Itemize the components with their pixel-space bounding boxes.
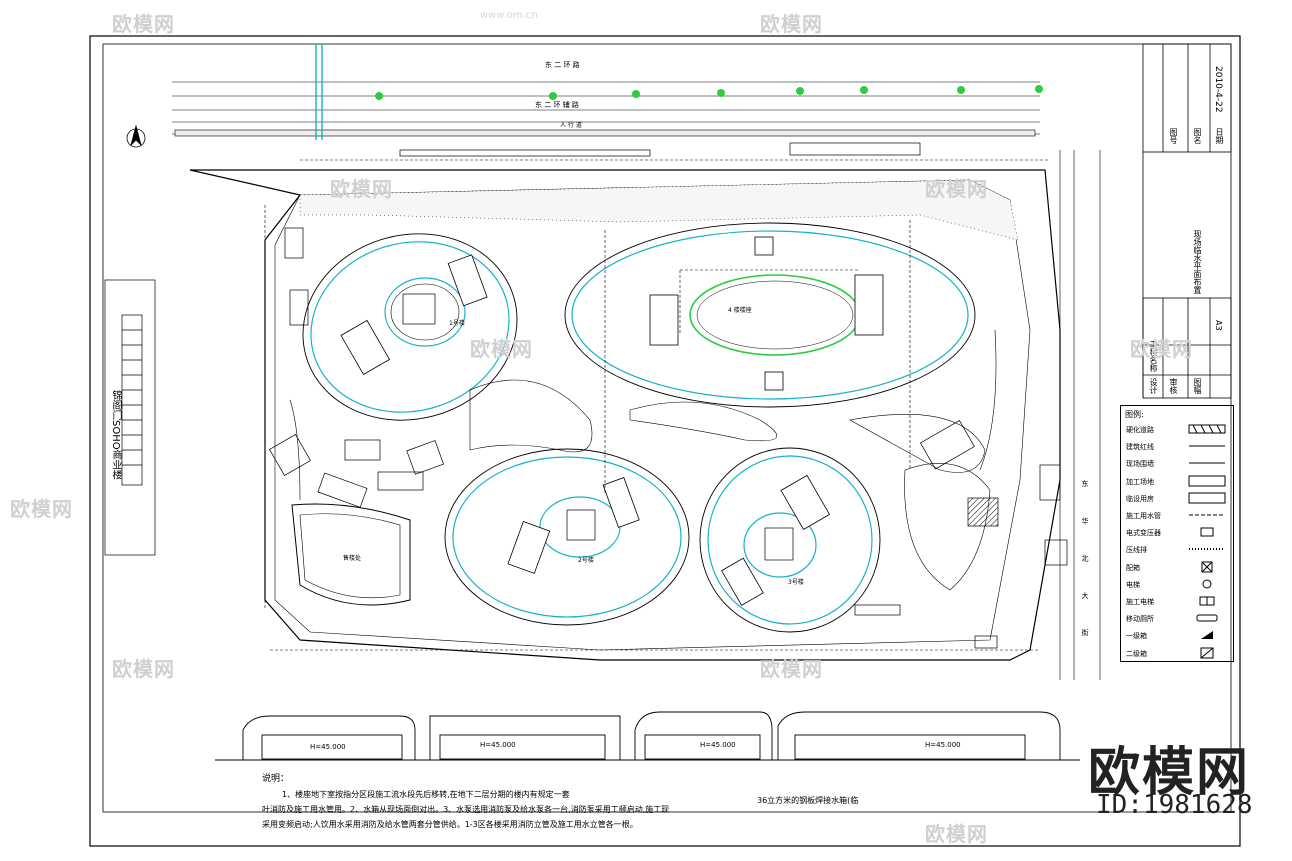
legend-item-label: 压线排 [1126, 546, 1147, 555]
legend-item-label: 硬化道路 [1126, 426, 1154, 434]
legend-item: 一级箱 [1121, 626, 1233, 650]
sidewalk-label: 人 行 道 [560, 122, 582, 129]
site-inner-boundary [274, 179, 1031, 651]
water-main [315, 44, 323, 140]
legend-item-label: 配箱 [1126, 563, 1140, 572]
legend-item: 配箱 [1121, 558, 1233, 582]
legend-item: 电梯 [1121, 575, 1233, 599]
road-mid-label: 东 二 环 辅 路 [535, 101, 579, 109]
title-size: A3 [1214, 320, 1223, 331]
legend-item: 建筑红线 [1121, 437, 1233, 461]
circle-icon [1202, 579, 1212, 589]
building-4-label: 4 楼楼座 [728, 307, 752, 314]
elevation-sections [215, 711, 1080, 761]
inner-frame [102, 43, 1232, 813]
site-boundary [189, 169, 1061, 661]
site-facilities [269, 142, 1068, 649]
title-design-label: 设计 [1149, 378, 1158, 394]
section-3-height: H=45.000 [700, 741, 736, 749]
legend-item-label: 二级箱 [1126, 649, 1147, 658]
legend-item-label: 移动厕所 [1126, 615, 1154, 624]
rect-icon [1188, 492, 1226, 504]
legend-item-label: 电梯 [1126, 580, 1140, 589]
site-roads [289, 329, 997, 591]
legend-item-label: 建筑红线 [1126, 443, 1154, 452]
legend-item: 现场围墙 [1121, 454, 1233, 478]
right-road-label: 东 华 北 大 街 [1081, 480, 1089, 650]
legend-item-label: 施工电梯 [1126, 598, 1154, 606]
legend-item: 硬化道路 [1121, 420, 1233, 444]
oval-1 [302, 233, 518, 421]
notes-line-2: 叶消防及施工用水管用。2、水箱从现场面倒对出。3、水泵选用消防泵及给水泵各一台,… [262, 805, 670, 814]
notes: 说明： 1、楼座地下室按指分区段施工流水段先后移转,在地下二层分期的楼内有规定一… [262, 772, 822, 832]
legend-title: 图例: [1125, 410, 1144, 419]
legend-item: 施工用水管 [1121, 506, 1233, 530]
road-top-label: 东 二 环 路 [545, 61, 580, 69]
section-4-height: H=45.000 [925, 741, 961, 749]
north-arrow-icon [126, 124, 146, 148]
arena-label: 售楼处 [343, 555, 362, 562]
box-x-icon [1201, 561, 1213, 573]
tower-footprints [340, 236, 884, 606]
asset-id: ID:1981628 [1096, 790, 1253, 820]
legend-item: 临设用房 [1121, 489, 1233, 513]
legend-item: 移动厕所 [1121, 609, 1233, 633]
drawing-title: 现场临水平面布置 [1193, 230, 1202, 294]
title-date-label: 日期 [1215, 128, 1224, 144]
title-project-label: 工程名称 [1149, 340, 1158, 372]
rect-icon [1188, 475, 1226, 487]
elevator-icon [1199, 596, 1215, 606]
building-3-label: 3号楼 [788, 579, 804, 586]
tree-row [375, 85, 1043, 100]
legend-item: 加工场地 [1121, 472, 1233, 496]
building-2-label: 2号楼 [578, 557, 594, 564]
dashed-line-icon [1189, 514, 1225, 516]
toilet-icon [1196, 614, 1218, 622]
title-scale-label: 图幅 [1193, 378, 1202, 394]
water-supply-lines [264, 159, 1050, 651]
title-fig-no-label: 图号 [1169, 128, 1178, 144]
legend-item-label: 现场围墙 [1126, 460, 1154, 469]
brand-logo: 欧模网 [1088, 743, 1251, 803]
title-block [1142, 43, 1232, 399]
title-fig-name-label: 图名 [1193, 128, 1202, 144]
notes-line-3: 采用变频启动;人饮用水采用消防及给水管两套分管供给。1-3区各楼采用消防立管及施… [262, 820, 638, 829]
section-1-height: H=45.000 [310, 743, 346, 751]
legend-item-label: 加工场地 [1126, 477, 1154, 486]
line-icon [1189, 462, 1225, 464]
notes-heading: 说明： [262, 774, 290, 784]
notes-side: 36立方米的钢板焊接水箱(临 [757, 796, 859, 805]
dotted-line-icon [1189, 548, 1225, 551]
oval-3 [699, 447, 881, 633]
oval-2 [444, 448, 690, 626]
legend-item-label: 施工用水管 [1126, 512, 1161, 520]
legend-item: 施工电梯 [1121, 592, 1233, 616]
building-1-label: 1号楼 [449, 320, 465, 327]
legend-item-label: 电式变压器 [1126, 529, 1161, 538]
triangle-icon [1201, 631, 1213, 640]
legend-item: 压线排 [1121, 540, 1233, 564]
line-icon [1189, 445, 1225, 447]
greenbelt [299, 179, 1019, 241]
left-building-label: 锦阁门SOHO商业楼 [110, 390, 121, 480]
hatched-rect-icon [1188, 424, 1226, 434]
legend-item: 二级箱 [1121, 644, 1233, 668]
title-date: 2010-4-22 [1213, 66, 1223, 113]
title-review-label: 审核 [1169, 378, 1178, 394]
legend-item-label: 临设用房 [1126, 494, 1154, 503]
left-building [104, 279, 156, 556]
small-rect-icon [1200, 527, 1214, 537]
arena-building [291, 503, 411, 606]
legend-item-label: 一级箱 [1126, 632, 1147, 641]
legend-item: 电式变压器 [1121, 523, 1233, 547]
outer-frame [89, 35, 1241, 847]
section-2-height: H=45.000 [480, 741, 516, 749]
box-diag-icon [1200, 647, 1214, 659]
top-roads [172, 81, 1040, 137]
notes-line-1: 1、楼座地下室按指分区段施工流水段先后移转,在地下二层分期的楼内有规定一套 [282, 790, 570, 799]
legend: 图例: 硬化道路建筑红线现场围墙加工场地临设用房施工用水管电式变压器压线排配箱电… [1120, 405, 1234, 662]
